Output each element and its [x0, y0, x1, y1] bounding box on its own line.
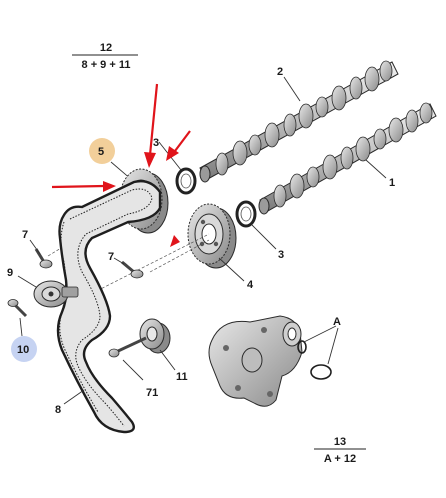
- label-7-left: 7: [22, 229, 28, 241]
- ref-12-top: 12: [100, 42, 112, 54]
- label-9: 9: [7, 267, 13, 279]
- label-4: 4: [247, 279, 254, 291]
- timing-belt: [56, 179, 162, 434]
- label-a: A: [333, 316, 341, 328]
- ref-13-top: 13: [334, 436, 346, 448]
- o-ring-a: [297, 340, 332, 380]
- camshaft-sprocket-4: [187, 203, 237, 269]
- idler-pulley-11: [139, 318, 171, 354]
- red-arrows: [51, 83, 191, 247]
- label-5: 5: [98, 146, 104, 158]
- bolt-7-left: [34, 248, 53, 269]
- camshaft-lower: [258, 102, 437, 215]
- camshaft-upper: [199, 60, 399, 183]
- label-5-highlight: [89, 138, 115, 164]
- label-10: 10: [17, 344, 29, 356]
- label-1: 1: [389, 177, 395, 189]
- bolt-10: [7, 299, 28, 318]
- tensioner-9: [33, 280, 79, 308]
- label-7-center: 7: [108, 251, 114, 263]
- label-8: 8: [55, 404, 61, 416]
- label-71: 71: [146, 387, 158, 399]
- label-3-upper: 3: [153, 137, 159, 149]
- label-3-lower: 3: [278, 249, 284, 261]
- label-2: 2: [277, 66, 283, 78]
- reference-13: 13 A + 12: [314, 436, 366, 465]
- oil-seal-upper: [175, 167, 197, 195]
- label-11: 11: [176, 371, 188, 383]
- oil-seal-lower: [235, 200, 257, 228]
- ref-12-bottom: 8 + 9 + 11: [82, 59, 131, 71]
- reference-12: 12 8 + 9 + 11: [72, 42, 138, 71]
- bolt-71: [108, 336, 147, 358]
- water-pump: [208, 315, 303, 407]
- bolt-7-center: [121, 260, 144, 279]
- ref-13-bottom: A + 12: [324, 453, 356, 465]
- label-10-highlight: [11, 336, 37, 362]
